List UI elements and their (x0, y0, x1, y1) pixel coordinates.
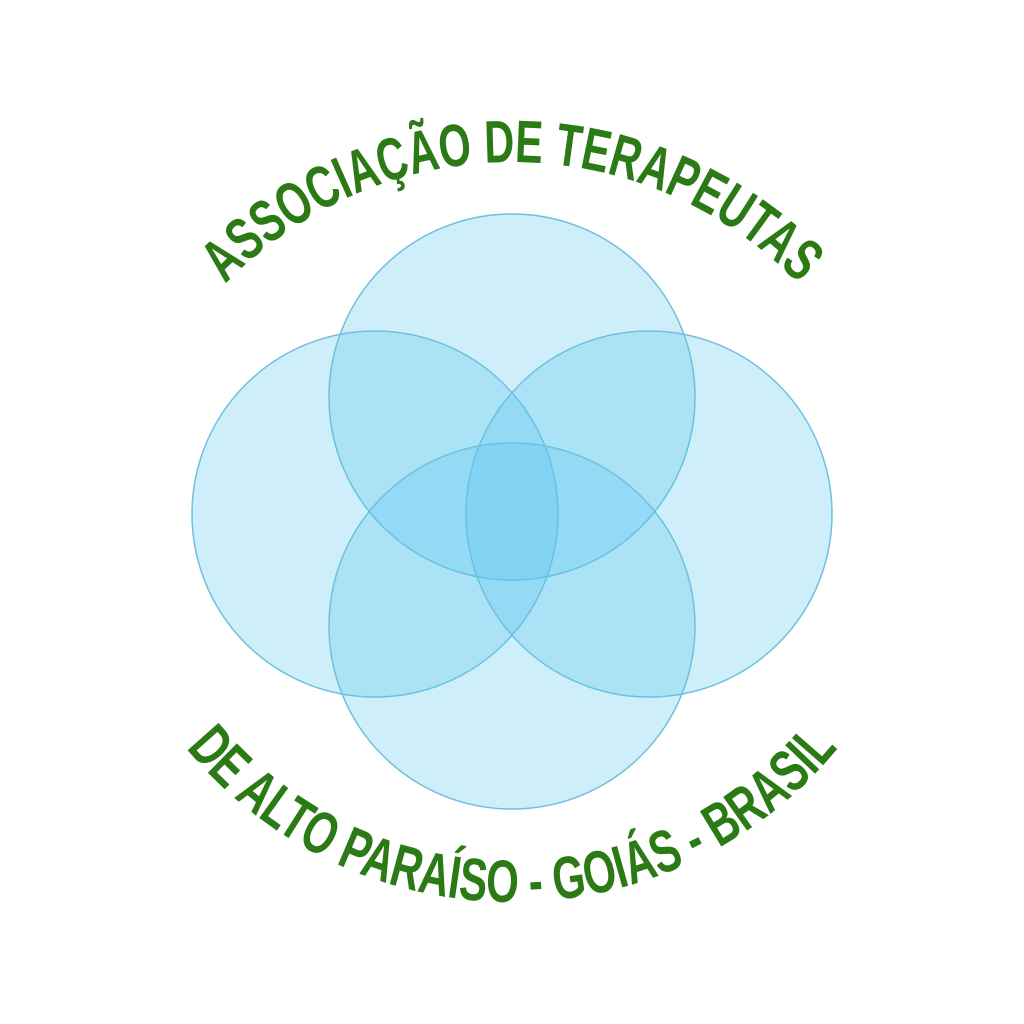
circle-left (191, 330, 559, 698)
overlapping-circles (191, 213, 833, 810)
circle-right (465, 330, 833, 698)
circle-top (328, 213, 696, 581)
circle-bottom (328, 442, 696, 810)
